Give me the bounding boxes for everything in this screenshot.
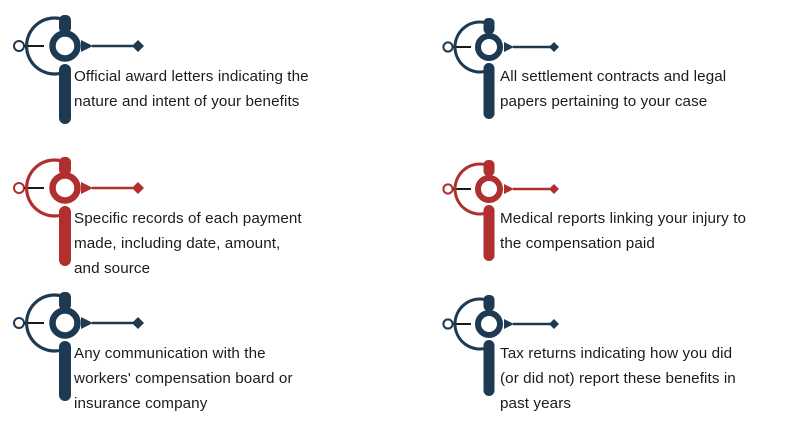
open-bracket-arc bbox=[24, 293, 63, 353]
ring-circle bbox=[49, 30, 81, 62]
bottom-bar bbox=[59, 64, 71, 124]
checklist-item-text: Medical reports linking your injury to t… bbox=[500, 210, 747, 252]
checklist-item-text: Specific records of each payment made, i… bbox=[74, 210, 302, 277]
top-pill bbox=[59, 157, 71, 175]
arrow-triangle bbox=[504, 319, 514, 329]
open-bracket-arc bbox=[24, 16, 63, 76]
arrow-diamond bbox=[549, 184, 559, 194]
arrow-triangle bbox=[81, 317, 93, 329]
small-hollow-circle bbox=[13, 182, 25, 194]
arrow-diamond bbox=[132, 40, 144, 52]
bottom-bar bbox=[483, 205, 495, 261]
open-bracket-arc bbox=[453, 20, 488, 74]
ring-circle bbox=[49, 307, 81, 339]
ring-circle bbox=[49, 172, 81, 204]
small-hollow-circle bbox=[13, 40, 25, 52]
bottom-bar bbox=[59, 341, 71, 401]
arrow-triangle bbox=[81, 40, 93, 52]
bottom-bar bbox=[483, 340, 495, 396]
small-hollow-circle bbox=[442, 41, 454, 53]
arrow-triangle bbox=[81, 182, 93, 194]
checklist-item-text: All settlement contracts and legal paper… bbox=[500, 68, 727, 110]
open-bracket-arc bbox=[453, 297, 488, 351]
arrow-diamond bbox=[549, 319, 559, 329]
top-pill bbox=[483, 295, 495, 311]
small-hollow-circle bbox=[442, 318, 454, 330]
ring-circle bbox=[475, 175, 503, 203]
open-bracket-arc bbox=[453, 162, 488, 216]
top-pill bbox=[59, 292, 71, 310]
bottom-bar bbox=[59, 206, 71, 266]
arrow-triangle bbox=[504, 184, 514, 194]
arrow-diamond bbox=[132, 182, 144, 194]
bottom-bar bbox=[483, 63, 495, 119]
checklist-item-text: Official award letters indicating the na… bbox=[74, 68, 309, 110]
checklist-item-text: Any communication with the workers' comp… bbox=[74, 345, 293, 412]
arrow-diamond bbox=[549, 42, 559, 52]
top-pill bbox=[483, 18, 495, 34]
ring-circle bbox=[475, 310, 503, 338]
arrow-diamond bbox=[132, 317, 144, 329]
arrow-triangle bbox=[504, 42, 514, 52]
ring-circle bbox=[475, 33, 503, 61]
small-hollow-circle bbox=[442, 183, 454, 195]
top-pill bbox=[483, 160, 495, 176]
checklist-item-text: Tax returns indicating how you did (or d… bbox=[500, 345, 736, 412]
small-hollow-circle bbox=[13, 317, 25, 329]
top-pill bbox=[59, 15, 71, 33]
open-bracket-arc bbox=[24, 158, 63, 218]
